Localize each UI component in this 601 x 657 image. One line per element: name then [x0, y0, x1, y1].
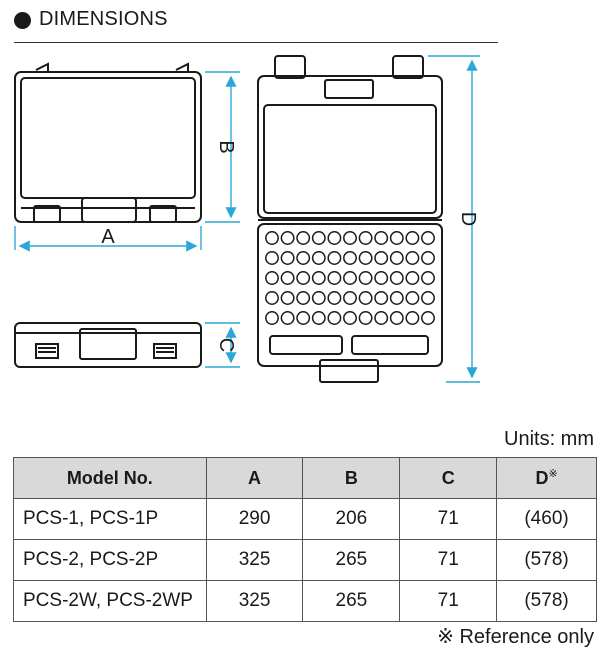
- header-a: A: [205, 457, 304, 499]
- tool-hole: [280, 311, 295, 325]
- cell-b: 265: [302, 580, 401, 622]
- cell-c: 71: [399, 498, 498, 540]
- tool-hole: [343, 291, 357, 305]
- tool-hole: [280, 291, 295, 305]
- tool-hole: [358, 311, 373, 325]
- tool-hole: [405, 231, 420, 245]
- tool-hole: [327, 291, 342, 305]
- table-header-row: Model No. A B C D※: [13, 457, 597, 499]
- header-b: B: [302, 457, 401, 499]
- dimension-label-d: D: [457, 212, 479, 226]
- tool-hole: [265, 311, 279, 325]
- tool-hole: [327, 271, 342, 285]
- tool-hole: [311, 271, 326, 285]
- tool-hole: [358, 231, 373, 245]
- tool-hole: [374, 251, 389, 265]
- tool-hole: [405, 271, 420, 285]
- cell-d: (578): [496, 580, 597, 622]
- dimension-label-a: A: [101, 226, 115, 248]
- tool-hole: [358, 291, 373, 305]
- dimension-label-c: C: [215, 338, 237, 352]
- tool-hole: [374, 271, 389, 285]
- dimensions-table: Model No. A B C D※ PCS-1, PCS-1P 290 206…: [13, 457, 597, 622]
- open-case-view: [257, 55, 443, 383]
- tool-hole: [296, 311, 311, 325]
- tool-hole: [421, 251, 435, 265]
- dimension-lines: [14, 55, 480, 383]
- tool-hole: [421, 271, 435, 285]
- closed-case-side-view: [14, 322, 202, 368]
- tool-hole: [265, 291, 279, 305]
- dimension-drawing: A B C D: [14, 55, 480, 383]
- units-label: Units: mm: [504, 428, 594, 450]
- header-model: Model No.: [13, 457, 207, 499]
- tool-hole: [327, 231, 342, 245]
- tool-hole: [265, 251, 279, 265]
- tool-hole: [280, 231, 295, 245]
- tool-hole: [265, 271, 279, 285]
- cell-c: 71: [399, 539, 498, 581]
- tool-hole: [343, 271, 357, 285]
- reference-mark: ※: [548, 468, 558, 480]
- dimension-label-b: B: [215, 140, 237, 153]
- tool-hole: [311, 311, 326, 325]
- cell-a: 290: [205, 498, 304, 540]
- tool-hole: [296, 251, 311, 265]
- cell-c: 71: [399, 580, 498, 622]
- tool-hole: [327, 251, 342, 265]
- table-row: PCS-2W, PCS-2WP 325 265 71 (578): [13, 580, 597, 622]
- tool-hole: [421, 291, 435, 305]
- tool-hole: [374, 231, 389, 245]
- tool-hole: [343, 251, 357, 265]
- tool-hole: [389, 311, 404, 325]
- tool-hole: [405, 251, 420, 265]
- tool-hole: [296, 291, 311, 305]
- header-d-label: D: [535, 468, 549, 488]
- table-row: PCS-1, PCS-1P 290 206 71 (460): [13, 498, 597, 540]
- tool-hole: [311, 231, 326, 245]
- tool-hole-grid: [265, 231, 435, 325]
- cell-model: PCS-2W, PCS-2WP: [13, 580, 207, 622]
- tool-hole: [296, 231, 311, 245]
- tool-hole: [280, 271, 295, 285]
- tool-hole: [389, 291, 404, 305]
- cell-d: (460): [496, 498, 597, 540]
- tool-hole: [280, 251, 295, 265]
- section-title: DIMENSIONS: [39, 8, 168, 30]
- header-c: C: [399, 457, 498, 499]
- bullet-icon: [14, 12, 31, 29]
- cell-b: 206: [302, 498, 401, 540]
- cell-b: 265: [302, 539, 401, 581]
- tool-hole: [421, 311, 435, 325]
- tool-hole: [343, 231, 357, 245]
- tool-hole: [389, 231, 404, 245]
- cell-a: 325: [205, 580, 304, 622]
- tool-hole: [311, 291, 326, 305]
- cell-model: PCS-2, PCS-2P: [13, 539, 207, 581]
- tool-hole: [405, 291, 420, 305]
- tool-hole: [374, 311, 389, 325]
- tool-hole: [405, 311, 420, 325]
- tool-hole: [358, 271, 373, 285]
- tool-hole: [421, 231, 435, 245]
- header-d: D※: [496, 457, 597, 499]
- closed-case-front-view: [14, 62, 202, 223]
- tool-hole: [358, 251, 373, 265]
- footnote: ※ Reference only: [437, 626, 594, 648]
- table-row: PCS-2, PCS-2P 325 265 71 (578): [13, 539, 597, 581]
- tool-hole: [265, 231, 279, 245]
- cell-d: (578): [496, 539, 597, 581]
- tool-hole: [389, 271, 404, 285]
- cell-model: PCS-1, PCS-1P: [13, 498, 207, 540]
- tool-hole: [374, 291, 389, 305]
- tool-hole: [327, 311, 342, 325]
- tool-hole: [389, 251, 404, 265]
- tool-hole: [296, 271, 311, 285]
- tool-hole: [343, 311, 357, 325]
- section-header: DIMENSIONS: [14, 8, 498, 43]
- tool-hole: [311, 251, 326, 265]
- cell-a: 325: [205, 539, 304, 581]
